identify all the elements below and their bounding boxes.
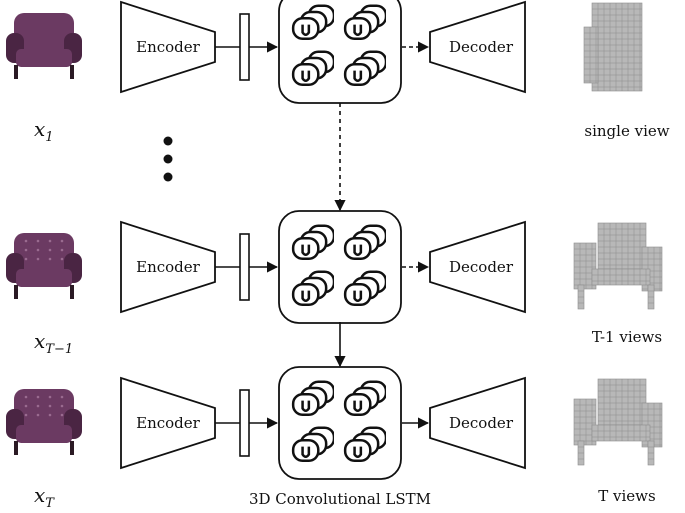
decoder-label: Decoder	[449, 258, 514, 276]
input-chair-image	[6, 389, 82, 455]
lstm-grid	[278, 0, 402, 104]
input-label: x1	[34, 117, 54, 145]
encoder-block	[120, 0, 216, 94]
input-chair-image	[6, 13, 82, 79]
ellipsis-dot	[163, 136, 173, 146]
decoder-label: Decoder	[449, 414, 514, 432]
bottom-caption: 3D Convolutional LSTM	[249, 490, 431, 508]
lstm-grid	[278, 210, 402, 324]
input-label-subscript: T	[45, 496, 55, 511]
input-chair-image	[6, 233, 82, 299]
output-voxel-chair	[573, 378, 663, 466]
decoder-block	[429, 376, 526, 470]
feature-vector	[239, 389, 250, 457]
input-label-subscript: 1	[45, 130, 53, 145]
feature-vector	[239, 13, 250, 81]
encoder-label: Encoder	[136, 258, 201, 276]
ellipsis-dot	[163, 154, 173, 164]
decoder-block	[429, 220, 526, 314]
output-label: single view	[584, 122, 669, 140]
encoder-block	[120, 376, 216, 470]
encoder-label: Encoder	[136, 414, 201, 432]
row-t: xT Encoder Decoder T views	[6, 366, 663, 511]
output-voxel-chair	[573, 222, 663, 310]
output-label: T views	[598, 487, 655, 505]
ellipsis-dot	[163, 172, 173, 182]
input-label-subscript: T−1	[45, 342, 73, 357]
input-label: xT−1	[34, 329, 73, 357]
decoder-label: Decoder	[449, 38, 514, 56]
decoder-block	[429, 0, 526, 94]
input-label: xT	[34, 483, 55, 511]
encoder-label: Encoder	[136, 38, 201, 56]
output-label: T-1 views	[592, 328, 662, 346]
row-1: x1 Encoder Decoder single view	[6, 0, 670, 145]
output-voxel-chair	[583, 2, 643, 92]
feature-vector	[239, 233, 250, 301]
lstm-grid	[278, 366, 402, 480]
encoder-block	[120, 220, 216, 314]
